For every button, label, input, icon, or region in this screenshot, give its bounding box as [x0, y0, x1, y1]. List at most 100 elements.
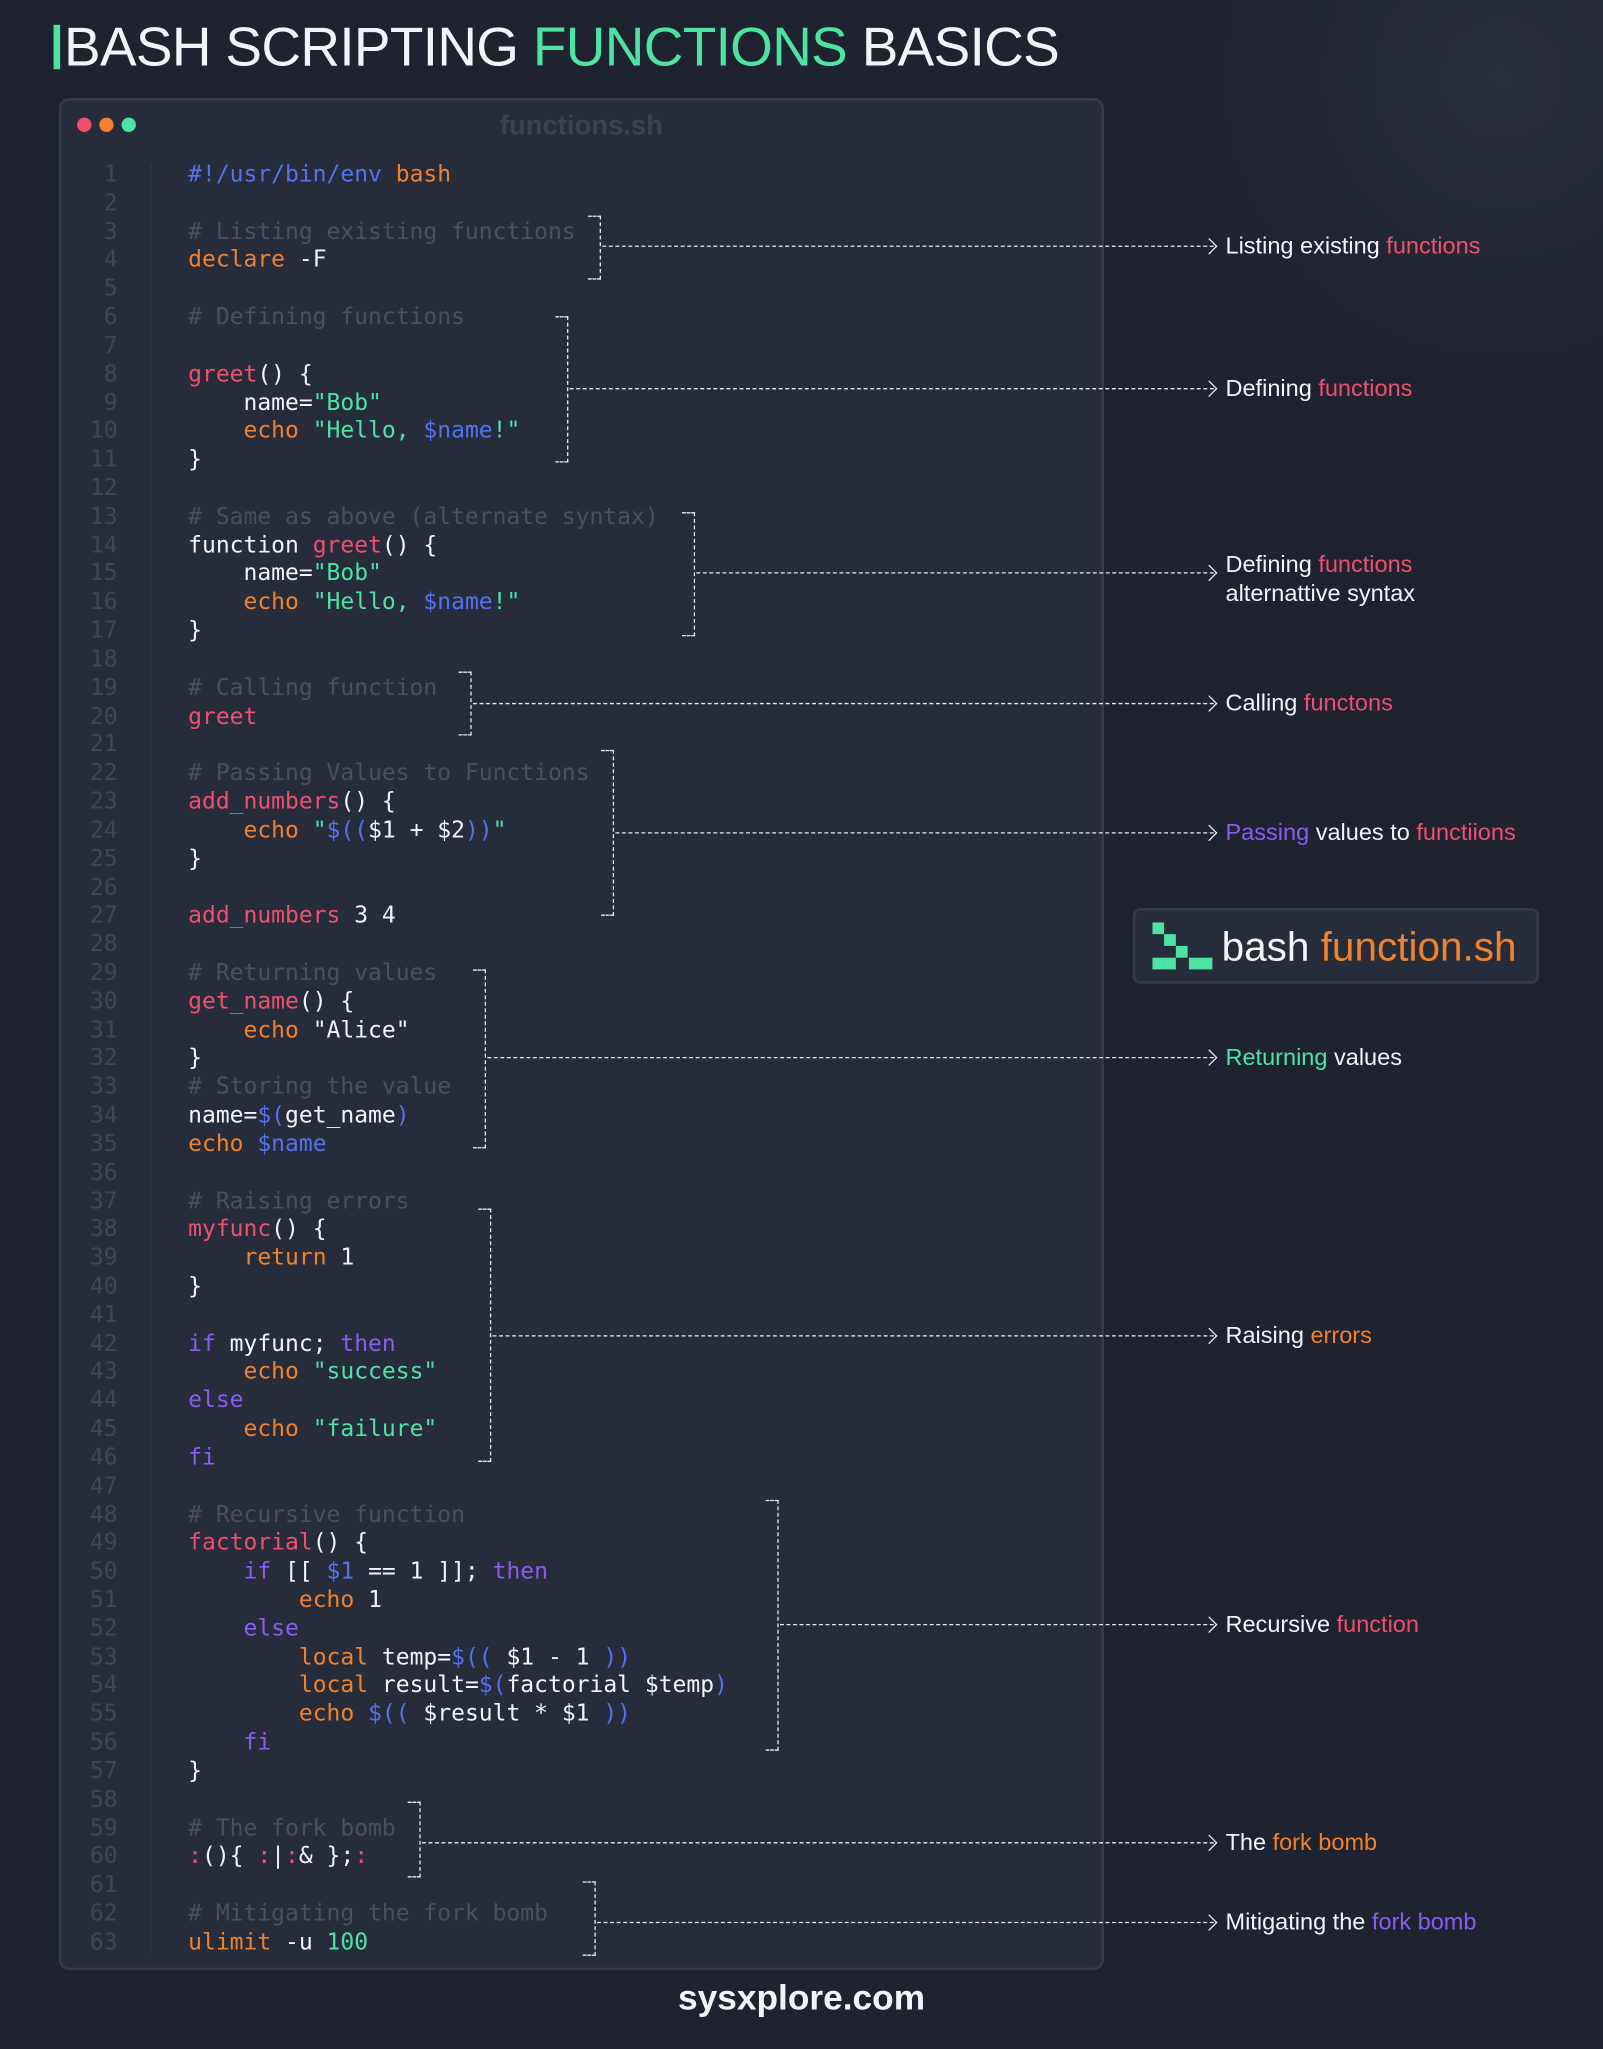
- annotation-bracket: [555, 316, 569, 463]
- code-line: 40}: [61, 1274, 1080, 1302]
- line-code: myfunc() {: [188, 1217, 326, 1245]
- code-token: declare: [188, 247, 286, 274]
- code-token: [354, 1701, 368, 1727]
- line-code: # Returning values: [188, 960, 437, 988]
- line-code: greet() {: [188, 362, 313, 390]
- code-token: !": [492, 589, 521, 616]
- code-line: 16 echo "Hello, $name!": [61, 590, 1080, 618]
- line-number: 13: [89, 504, 118, 531]
- annotation-line: Mitigating the fork bomb: [1225, 1907, 1476, 1936]
- code-token: then: [492, 1558, 548, 1586]
- code-token: $name: [243, 1131, 327, 1158]
- code-token: factorial: [188, 1530, 313, 1557]
- line-code: echo "$(($1 + $2))": [188, 818, 506, 846]
- annotation-bracket: [472, 969, 487, 1149]
- code-token: [188, 1359, 243, 1385]
- code-token: 1: [326, 1245, 355, 1272]
- line-number: 47: [89, 1473, 118, 1500]
- code-line: 56 fi: [61, 1730, 1080, 1758]
- line-number: 32: [89, 1045, 118, 1072]
- code-token: [188, 1644, 299, 1670]
- code-token: then: [340, 1330, 396, 1357]
- code-line: 7: [61, 333, 1080, 361]
- line-code: echo "Hello, $name!": [188, 419, 520, 447]
- code-token: ulimit: [188, 1929, 272, 1956]
- code-token: ": [492, 817, 507, 844]
- line-number: 43: [89, 1359, 118, 1386]
- code-line: 59 # The fork bomb: [61, 1815, 1080, 1843]
- line-code: function greet() {: [188, 533, 437, 561]
- code-line: 60:(){ :|:& };:: [61, 1844, 1080, 1872]
- title-part-2: FUNCTIONS: [532, 15, 848, 78]
- code-token: & };: [298, 1843, 355, 1871]
- code-token: )): [464, 817, 493, 844]
- code-line: 24 echo "$(($1 + $2))": [61, 818, 1080, 846]
- line-code: else: [188, 1616, 298, 1644]
- annotation-text: functons: [1303, 689, 1393, 716]
- code-token: $name: [423, 589, 493, 616]
- line-number: 35: [89, 1131, 118, 1158]
- line-code: }: [188, 1758, 202, 1786]
- code-token: # Mitigating the fork bomb: [188, 1900, 548, 1928]
- code-token: -F: [285, 247, 327, 274]
- code-token: )): [603, 1701, 632, 1728]
- code-line: 39 return 1: [61, 1245, 1080, 1273]
- line-code: # Storing the value: [188, 1074, 451, 1102]
- annotation-text: alternattive syntax: [1225, 580, 1416, 607]
- code-token: [188, 590, 243, 616]
- code-token: "Hello,: [298, 589, 424, 616]
- code-token: $((: [451, 1644, 493, 1671]
- line-code: # Raising errors: [188, 1188, 409, 1216]
- line-code: name="Bob": [188, 390, 381, 418]
- annotation-line: Passing values to functiions: [1225, 818, 1515, 847]
- code-token: get_name: [188, 988, 299, 1015]
- line-code: fi: [188, 1730, 271, 1758]
- line-number: 59: [89, 1815, 118, 1842]
- code-line: 61: [61, 1872, 1080, 1900]
- code-line: 10 echo "Hello, $name!": [61, 419, 1080, 447]
- annotation-label: Listing existing functions: [1225, 231, 1480, 260]
- annotation-line: alternattive syntax: [1225, 579, 1415, 608]
- code-token: echo: [243, 418, 299, 445]
- annotation-text: Defining: [1225, 374, 1319, 402]
- annotation-text: functions: [1318, 551, 1413, 578]
- line-number: 4: [103, 247, 118, 274]
- line-code: if [[ $1 == 1 ]]; then: [188, 1558, 548, 1587]
- line-number: 2: [103, 190, 118, 217]
- line-code: }: [188, 1274, 202, 1302]
- annotation-label: The fork bomb: [1225, 1828, 1377, 1857]
- line-number: 21: [89, 732, 118, 759]
- code-token: $1: [326, 1558, 355, 1586]
- code-token: add_numbers: [188, 903, 341, 930]
- line-code: echo "Alice": [188, 1017, 409, 1045]
- line-number: 19: [89, 675, 118, 702]
- code-token: 3 4: [340, 903, 396, 930]
- line-code: # Passing Values to Functions: [188, 761, 589, 789]
- code-token: () {: [381, 532, 438, 559]
- code-token: fi: [243, 1729, 272, 1757]
- line-number: 25: [89, 846, 118, 873]
- line-number: 31: [89, 1017, 118, 1044]
- code-token: # The fork bomb: [188, 1815, 396, 1842]
- code-token: # Raising errors: [188, 1188, 410, 1215]
- code-token: () {: [271, 1216, 327, 1243]
- line-code: local result=$(factorial $temp): [188, 1673, 728, 1701]
- line-number: 46: [89, 1444, 118, 1471]
- code-token: $((: [368, 1701, 410, 1728]
- code-token: [[: [271, 1558, 327, 1586]
- code-line: 37# Raising errors: [61, 1188, 1080, 1216]
- annotation-label: Raising errors: [1225, 1321, 1371, 1350]
- code-line: 19# Calling function: [61, 675, 1080, 703]
- annotation-label: Defining functions: [1225, 374, 1412, 403]
- line-number: 20: [89, 703, 118, 730]
- line-number: 11: [89, 447, 118, 474]
- annotation-text: Listing existing: [1225, 232, 1387, 259]
- code-line: 50 if [[ $1 == 1 ]]; then: [61, 1559, 1080, 1587]
- arrow-right-icon: [779, 1623, 1214, 1626]
- line-number: 57: [89, 1758, 118, 1785]
- code-token: # Returning values: [188, 960, 438, 987]
- code-token: # Storing the value: [188, 1074, 452, 1101]
